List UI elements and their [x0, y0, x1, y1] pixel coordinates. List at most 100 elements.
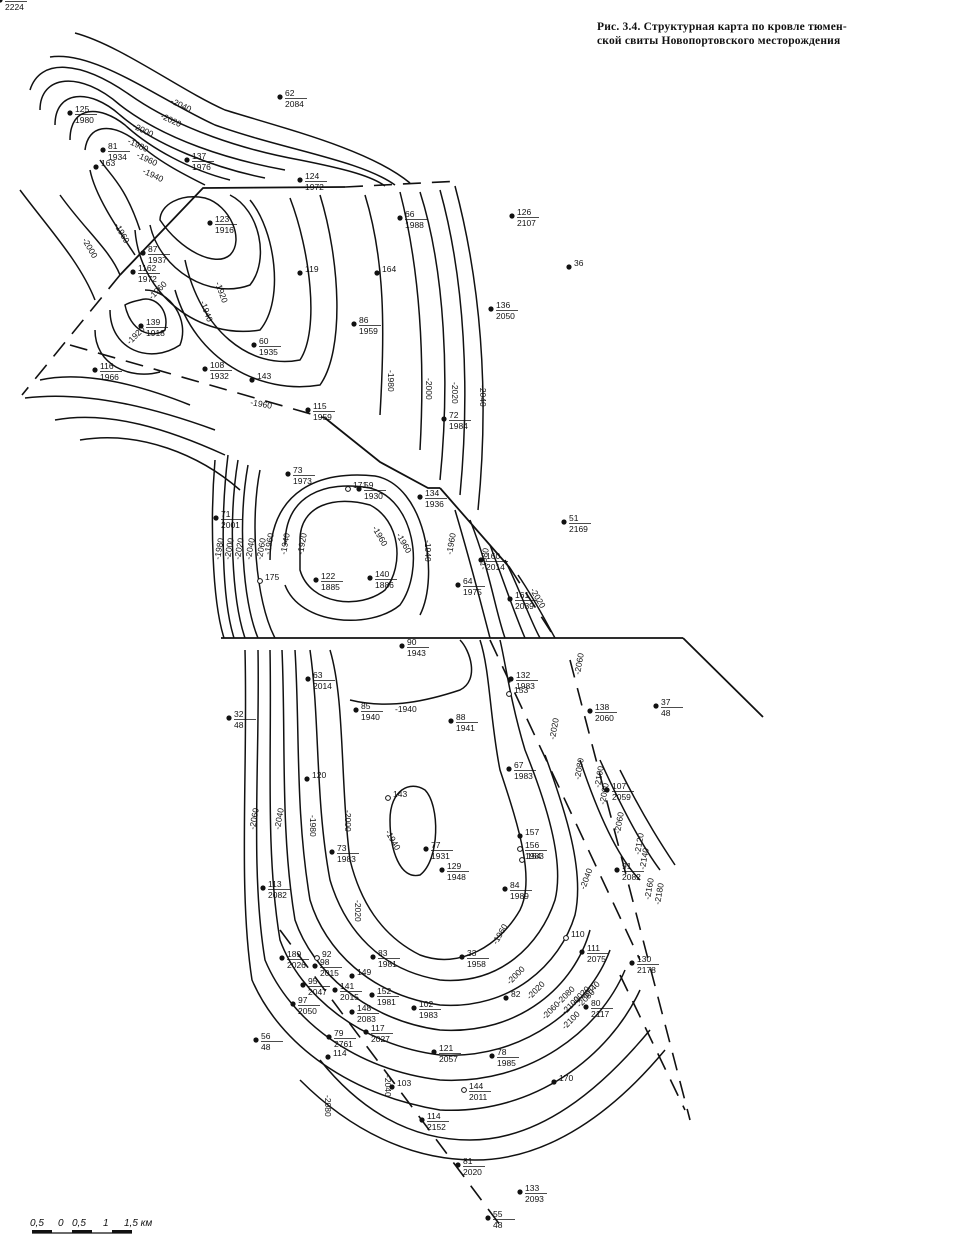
well-number: 139 — [146, 317, 160, 327]
contours-middle — [211, 454, 556, 639]
well-number: 133 — [525, 1183, 539, 1193]
isoline-label: -2080 — [323, 1095, 333, 1117]
well-dot — [202, 366, 208, 372]
well-depth: 1886 — [375, 580, 394, 590]
well-number: 114 — [333, 1048, 347, 1058]
well-number: 126 — [517, 207, 531, 217]
well-dot — [277, 94, 283, 100]
well-depth: 2027 — [371, 1034, 390, 1044]
well-dot — [100, 147, 106, 153]
well-depth: 1932 — [210, 371, 229, 381]
well-dot — [349, 973, 355, 979]
isoline-label: -1940 — [395, 704, 417, 714]
isoline-label: -1960 — [490, 922, 510, 946]
well-number: 136 — [496, 300, 510, 310]
well-depth: 2083 — [357, 1014, 376, 1024]
well-dot — [370, 954, 376, 960]
well-dot — [249, 377, 255, 383]
well-dot — [411, 1005, 417, 1011]
well-depth: 2761 — [334, 1039, 353, 1049]
well-marker: 82 — [503, 989, 521, 1001]
well-number: 33 — [467, 948, 477, 958]
well-dot — [353, 707, 359, 713]
well-marker: 92 — [314, 949, 332, 961]
isoline-label: -1920 — [124, 324, 147, 347]
fault-diagonal — [439, 487, 511, 569]
well-depth: 1975 — [463, 587, 482, 597]
well-number: 67 — [514, 760, 524, 770]
well-marker: 154 — [519, 851, 541, 863]
well-depth: 1959 — [359, 326, 378, 336]
well-number: 124 — [305, 171, 319, 181]
well-dot — [439, 867, 445, 873]
well-number: 134 — [425, 488, 439, 498]
well-dot — [502, 886, 508, 892]
well-number: 140 — [375, 569, 389, 579]
well-depth: 48 — [234, 720, 244, 730]
well-dot — [459, 954, 465, 960]
fault-mid-solid — [324, 417, 440, 489]
scale-label-0-5-left: 0,5 — [30, 1218, 44, 1229]
well-depth: 1885 — [321, 582, 340, 592]
well-dot — [566, 264, 572, 270]
well-depth: 1983 — [419, 1010, 438, 1020]
well-number: 103 — [397, 1078, 411, 1088]
well-dot — [509, 213, 515, 219]
isoline-label: -1980 — [386, 370, 396, 392]
well-number: 51 — [569, 513, 579, 523]
well-depth: 1981 — [378, 959, 397, 969]
well-number: 107 — [612, 781, 626, 791]
well-number: 83 — [378, 948, 388, 958]
well-number: 63 — [313, 670, 323, 680]
well-dot — [503, 995, 509, 1001]
well-number: 90 — [407, 637, 417, 647]
well-depth: 1948 — [447, 872, 466, 882]
well-marker: 170 — [551, 1073, 573, 1085]
scale-label-1-5-km: 1,5 км — [124, 1218, 152, 1229]
well-number: 82 — [511, 989, 521, 999]
well-marker: 143 — [385, 789, 407, 801]
well-number: 171 — [353, 480, 367, 490]
well-number: 116 — [100, 361, 114, 371]
well-depth: 2015 — [340, 992, 359, 1002]
well-number: 120 — [312, 770, 326, 780]
well-number: 79 — [334, 1028, 344, 1038]
well-number: 81 — [108, 141, 118, 151]
well-number: 129 — [447, 861, 461, 871]
well-dot — [508, 676, 514, 682]
well-depth: 2011 — [469, 1092, 488, 1102]
isoline-label: -1940 — [383, 828, 403, 852]
well-number: 81 — [463, 1156, 473, 1166]
isoline-label: -1960 — [250, 397, 273, 411]
isoline-label: -2040 — [243, 537, 257, 560]
well-number: 88 — [456, 712, 466, 722]
isoline-labels: -2040-2020-2000-1980-1960-1940-1960-2000… — [80, 96, 666, 1117]
isoline-label: -1960 — [444, 532, 458, 555]
well-depth: 2082 — [622, 872, 641, 882]
well-depth: 1980 — [75, 115, 94, 125]
well-depth: 2117 — [591, 1009, 610, 1019]
fault-lines — [21, 180, 764, 1226]
well-depth: 2178 — [637, 965, 656, 975]
well-depth: 1985 — [497, 1058, 516, 1068]
well-dot — [305, 676, 311, 682]
